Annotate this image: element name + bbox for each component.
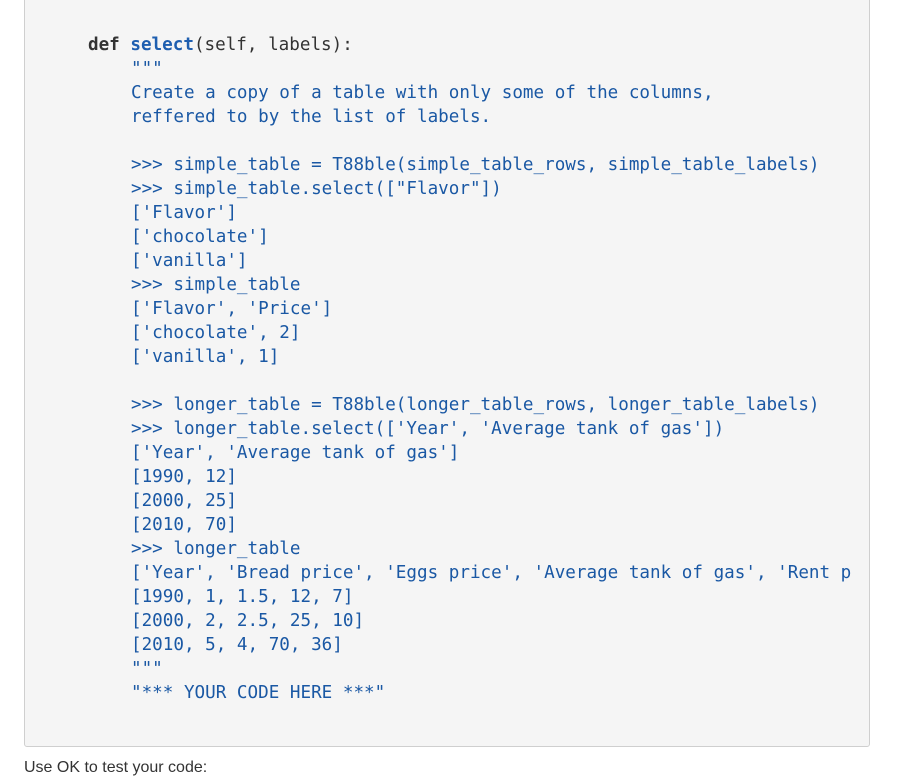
docstring-line: ['vanilla'] — [131, 251, 248, 271]
docstring-line: >>> simple_table — [131, 275, 301, 295]
docstring-line: ['Year', 'Average tank of gas'] — [131, 443, 460, 463]
docstring-line: >>> simple_table.select(["Flavor"]) — [131, 179, 502, 199]
docstring-line: [1990, 12] — [131, 467, 237, 487]
docstring-line: ['Year', 'Bread price', 'Eggs price', 'A… — [131, 563, 852, 583]
function-signature-line: def select(self, labels): — [88, 33, 353, 57]
docstring-line: ['Flavor', 'Price'] — [131, 299, 333, 319]
your-code-here-string: "*** YOUR CODE HERE ***" — [131, 683, 386, 703]
def-keyword: def — [88, 35, 120, 55]
footer-text: Use OK to test your code: — [24, 759, 208, 776]
docstring-line: [2010, 70] — [131, 515, 237, 535]
docstring-line: ['Flavor'] — [131, 203, 237, 223]
docstring-line: [2000, 2, 2.5, 25, 10] — [131, 611, 365, 631]
docstring-line: reffered to by the list of labels. — [131, 107, 492, 127]
docstring-line: """ — [131, 59, 163, 79]
docstring-line: [2010, 5, 4, 70, 36] — [131, 635, 343, 655]
docstring-line: ['chocolate'] — [131, 227, 269, 247]
docstring-line: >>> longer_table.select(['Year', 'Averag… — [131, 419, 725, 439]
code-panel: def select(self, labels):"""Create a cop… — [24, 0, 870, 747]
docstring-line: """ — [131, 659, 163, 679]
function-name: select — [130, 35, 194, 55]
docstring-line: ['chocolate', 2] — [131, 323, 301, 343]
docstring-line: >>> simple_table = T88ble(simple_table_r… — [131, 155, 820, 175]
docstring-line: >>> longer_table — [131, 539, 301, 559]
docstring-line: [2000, 25] — [131, 491, 237, 511]
code-block: def select(self, labels):"""Create a cop… — [25, 0, 869, 746]
docstring-line: ['vanilla', 1] — [131, 347, 280, 367]
docstring-line: >>> longer_table = T88ble(longer_table_r… — [131, 395, 820, 415]
docstring-line: Create a copy of a table with only some … — [131, 83, 714, 103]
docstring-line: [1990, 1, 1.5, 12, 7] — [131, 587, 354, 607]
function-params: (self, labels): — [193, 35, 353, 55]
